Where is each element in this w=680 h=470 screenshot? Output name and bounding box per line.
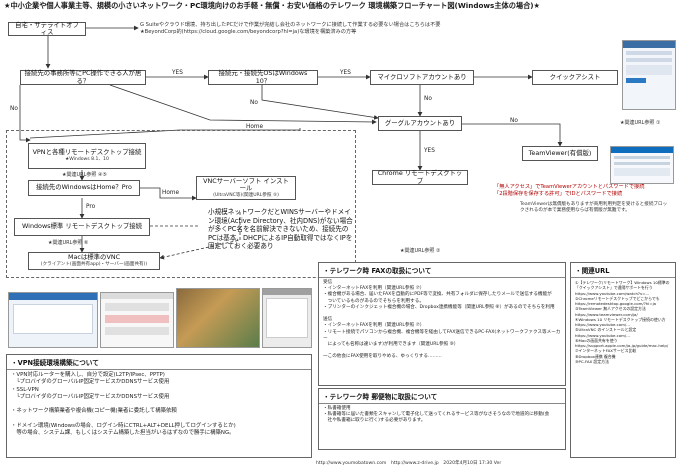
edge-yes-2: YES [340,70,351,76]
quick-assist-screenshot [622,40,676,110]
mac-vnc-node: Macは標準のVNC (クライアント(画面共有app)・サーバー(画面共有)) [28,252,160,270]
related-url-title: ・関連URL [571,263,675,278]
home-office-node: 自宅・サテライトオフィス [8,22,86,36]
home-pro-question-node: 接続先のWindowsはHome？Pro [28,180,140,196]
mac-vnc-sub: (クライアント(画面共有app)・サーバー(画面共有)) [41,262,147,268]
edge-home-long: Home [246,124,263,130]
vpn-os-sub: ★Windows 8.1、10 [65,157,109,163]
teamviewer-screenshot [610,146,674,184]
edge-pro: Pro [86,204,95,210]
vnc-server-label: VNCサーバーソフト インストール [200,178,292,193]
ref-url-45: ★関連URL参照 ④⑤ [62,172,107,178]
quick-assist-node: クイックアシスト [532,70,618,85]
edge-no-ms: No [424,96,432,102]
windows-dialog-screenshot [100,292,174,348]
related-url-body: ①【テレワーク/リモートワーク】Windows 10標準の「クイックアシスト」で… [571,278,675,366]
edge-yes-google: YES [424,148,435,154]
ref-url-1-top: ★関連URL参照 ① [620,120,660,126]
vpn-build-body: ・VPN対応ルーターを購入し、自分で設定(L2TP/IPsec、PPTP) └プ… [7,370,311,440]
vpn-remote-desktop-label: VPNと各種リモートデスクトップ接続 [33,149,142,156]
windows-settings-screenshot [8,292,98,348]
ad-dns-note: 小規模ネットワークだとWINSサーバーやドメイン環境(Active Direct… [208,208,354,251]
vpn-build-panel: ・VPN接続環境構築について ・VPN対応ルーターを購入し、自分で設定(L2TP… [6,354,312,458]
ref-url-2: ★関連URL参照 ② [400,248,440,254]
edge-yes-1: YES [172,70,183,76]
edge-no-win10: No [250,100,258,106]
vpn-remote-desktop-node: VPNと各種リモートデスクトップ接続 ★Windows 8.1、10 [28,143,146,169]
teamviewer-license-note: TeamViewerは無償版もありますが商用利用判定を受けると接続ブロックされる… [520,202,670,213]
ref-url-6: ★関連URL参照 ⑥ [48,240,88,246]
fax-panel-title: ・テレワーク時 FAXの取扱について [319,263,565,278]
edge-no-google: No [510,118,518,124]
ms-account-node: マイクロソフトアカウントあり [370,70,474,85]
edge-home: Home [162,190,179,196]
teamviewer-access-note: 「無人アクセス」でTeamViewerアカウントとパスワードで接続 「2段階保存… [494,184,674,198]
vnc-server-sub: (UltraVNC等)(関連URL参照 ⑤) [213,193,279,199]
gsuite-note: G Suiteやクラウド環境、持ち出したPCだけで作業が完結し会社のネットワーク… [140,22,510,35]
win10-question-node: 接続元・接続先OSはWindows 10？ [208,70,318,85]
fax-panel: ・テレワーク時 FAXの取扱について 受信 ・インターネットFAXを利用（関連U… [318,262,566,386]
vpn-build-title: ・VPN接続環境構築について [7,355,311,370]
google-account-node: グーグルアカウントあり [378,116,462,131]
mac-vnc-label: Macは標準のVNC [68,254,120,261]
footer-credit: http://www.youmobatown.com http://www.z-… [316,461,501,467]
vnc-server-node: VNCサーバーソフト インストール (UltraVNC等)(関連URL参照 ⑤) [196,176,296,200]
teamviewer-node: TeamViewer(有償版) [522,146,598,161]
mail-panel: ・テレワーク時 郵便物に取扱について ・私書箱使用 ・私書箱等に届いた書類をスキ… [318,388,566,450]
chrome-remote-desktop-node: Chrome リモートデスクトップ [372,170,468,185]
remote-screen-screenshot [262,288,312,348]
office-pc-question-node: 接続先の事務所等にPC操作できる人が居る？ [20,70,146,85]
fax-panel-body: 受信 ・インターネットFAXを利用（関連URL参照 ⑦） ・複合機がある場合、届… [319,278,565,362]
windows-remote-desktop-node: Windows標準 リモートデスクトップ接続 [14,218,150,236]
mac-desktop-screenshot [176,288,260,348]
mail-panel-title: ・テレワーク時 郵便物に取扱について [319,389,565,404]
mail-panel-body: ・私書箱使用 ・私書箱等に届いた書類をスキャンして電子化して送ってくれるサービス… [319,404,565,427]
edge-no-office: No [10,106,18,112]
related-url-panel: ・関連URL ①【テレワーク/リモートワーク】Windows 10標準の「クイッ… [570,262,676,458]
